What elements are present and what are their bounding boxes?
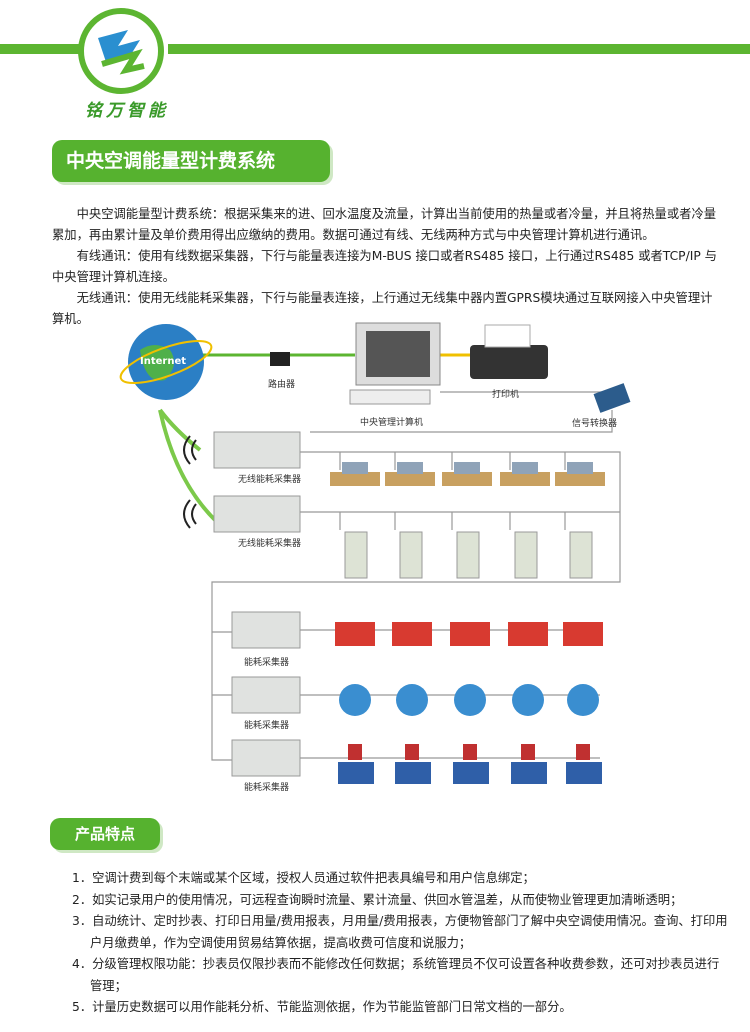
wireless-paragraph: 无线通讯：使用无线能耗采集器，下行与能量表连接，上行通过无线集中器内置GPRS模… <box>52 291 713 326</box>
printer-label: 打印机 <box>492 390 520 400</box>
logo-icon <box>78 8 164 94</box>
feature-item: 4．分级管理权限功能：抄表员仅限抄表而不能修改任何数据；系统管理员不仅可设置各种… <box>72 957 720 993</box>
router-icon <box>270 352 290 366</box>
printer-icon <box>470 324 548 379</box>
wireless-collector-label: 无线能耗采集器 <box>238 539 302 549</box>
wired-collector-icon <box>231 739 301 777</box>
features-list: 1．空调计费到每个末端或某个区域，授权人员通过软件把表具编号和用户信息绑定； 2… <box>72 868 728 1019</box>
feature-item: 2．如实记录用户的使用情况，可远程查询瞬时流量、累计流量、供回水管温差，从而使物… <box>72 892 683 907</box>
wired-collector-label: 能耗采集器 <box>244 783 290 793</box>
router-label: 路由器 <box>268 380 296 390</box>
wired-collector-icon <box>231 611 301 649</box>
wireless-collector-icon <box>213 431 301 469</box>
meter-row <box>330 462 605 784</box>
header-bar-right <box>168 44 750 54</box>
computer-label: 中央管理计算机 <box>360 418 424 428</box>
wired-collector-label: 能耗采集器 <box>244 721 290 731</box>
wireless-collector-icon <box>213 495 301 533</box>
wired-paragraph: 有线通讯：使用有线数据采集器，下行与能量表连接为M-BUS 接口或者RS485 … <box>52 249 717 284</box>
feature-item: 3．自动统计、定时抄表、打印日用量/费用报表，月用量/费用报表，方便物管部门了解… <box>72 914 728 950</box>
header-bar-left <box>0 44 80 54</box>
internet-label: Internet <box>140 356 187 367</box>
features-title: 产品特点 <box>50 818 160 850</box>
feature-item: 5．计量历史数据可以用作能耗分析、节能监测依据，作为节能监管部门日常文档的一部分… <box>72 1000 572 1014</box>
feature-item: 1．空调计费到每个末端或某个区域，授权人员通过软件把表具编号和用户信息绑定； <box>72 871 535 885</box>
page-title: 中央空调能量型计费系统 <box>52 140 330 182</box>
wired-collector-icon <box>231 676 301 714</box>
internet-globe-icon <box>119 324 213 400</box>
wired-collector-label: 能耗采集器 <box>244 658 290 668</box>
wireless-collector-label: 无线能耗采集器 <box>238 475 302 485</box>
computer-icon <box>349 322 441 405</box>
converter-label: 信号转换器 <box>572 419 618 429</box>
signal-converter-icon <box>593 383 631 413</box>
intro-paragraph: 中央空调能量型计费系统：根据采集来的进、回水温度及流量，计算出当前使用的热量或者… <box>52 207 717 242</box>
brand-name: 铭万智能 <box>85 101 169 121</box>
